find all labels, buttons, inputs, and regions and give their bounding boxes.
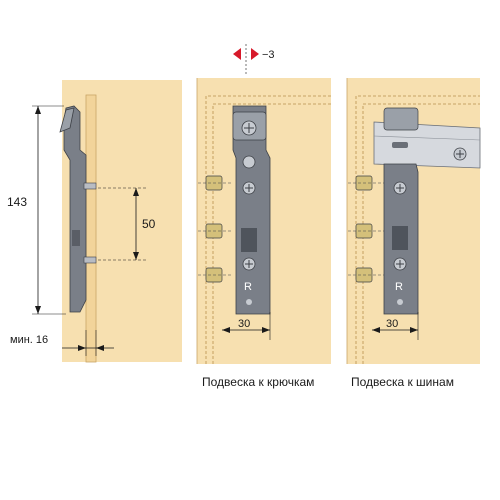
side-bracket-slot [72,230,80,246]
hook-width-label: 30 [238,318,250,330]
mounting-rail [373,121,481,169]
side-bracket-screw-2 [83,256,97,264]
rail-bracket-letter: R [395,281,403,293]
hook-board-dashed-outline [205,95,331,364]
hook-euro-screw-3 [198,267,232,283]
rail-board-dashed-outline [355,95,480,364]
side-view-panel: 143 50 мин. 16 [7,80,182,363]
rail-mount-caption: Подвеска к шинам [351,375,454,389]
hook-adjust-screw-upper [242,155,256,169]
wall-panel [85,94,97,363]
side-bracket-screw-1 [83,182,97,190]
hook-euro-screw-2 [198,223,232,239]
rail-width-label: 30 [386,318,398,330]
rail-top-clip [383,107,419,131]
spacing-dimension-label: 50 [142,217,156,231]
height-dimension-label: 143 [7,195,27,209]
side-bracket-profile [63,105,87,313]
hook-bracket-slot [241,228,257,252]
rail-slot [392,142,408,148]
rail-euro-screw-1 [348,175,384,191]
rail-bracket-slot [392,226,408,250]
adjust-right-arrow [251,48,259,60]
side-hook [59,107,75,133]
rail-euro-screw-2 [348,223,384,239]
hook-mount-panel: −3 R 30 [196,44,331,364]
hook-euro-screw-1 [198,175,232,191]
hook-bracket-letter: R [244,281,252,293]
rail-euro-screw-3 [348,267,384,283]
rail-mount-panel: R 30 [346,78,481,364]
min-thickness-label: мин. 16 [10,334,48,346]
adjust-label: −3 [262,49,275,61]
hook-mount-caption: Подвеска к крючкам [202,375,315,389]
adjust-left-arrow [233,48,241,60]
